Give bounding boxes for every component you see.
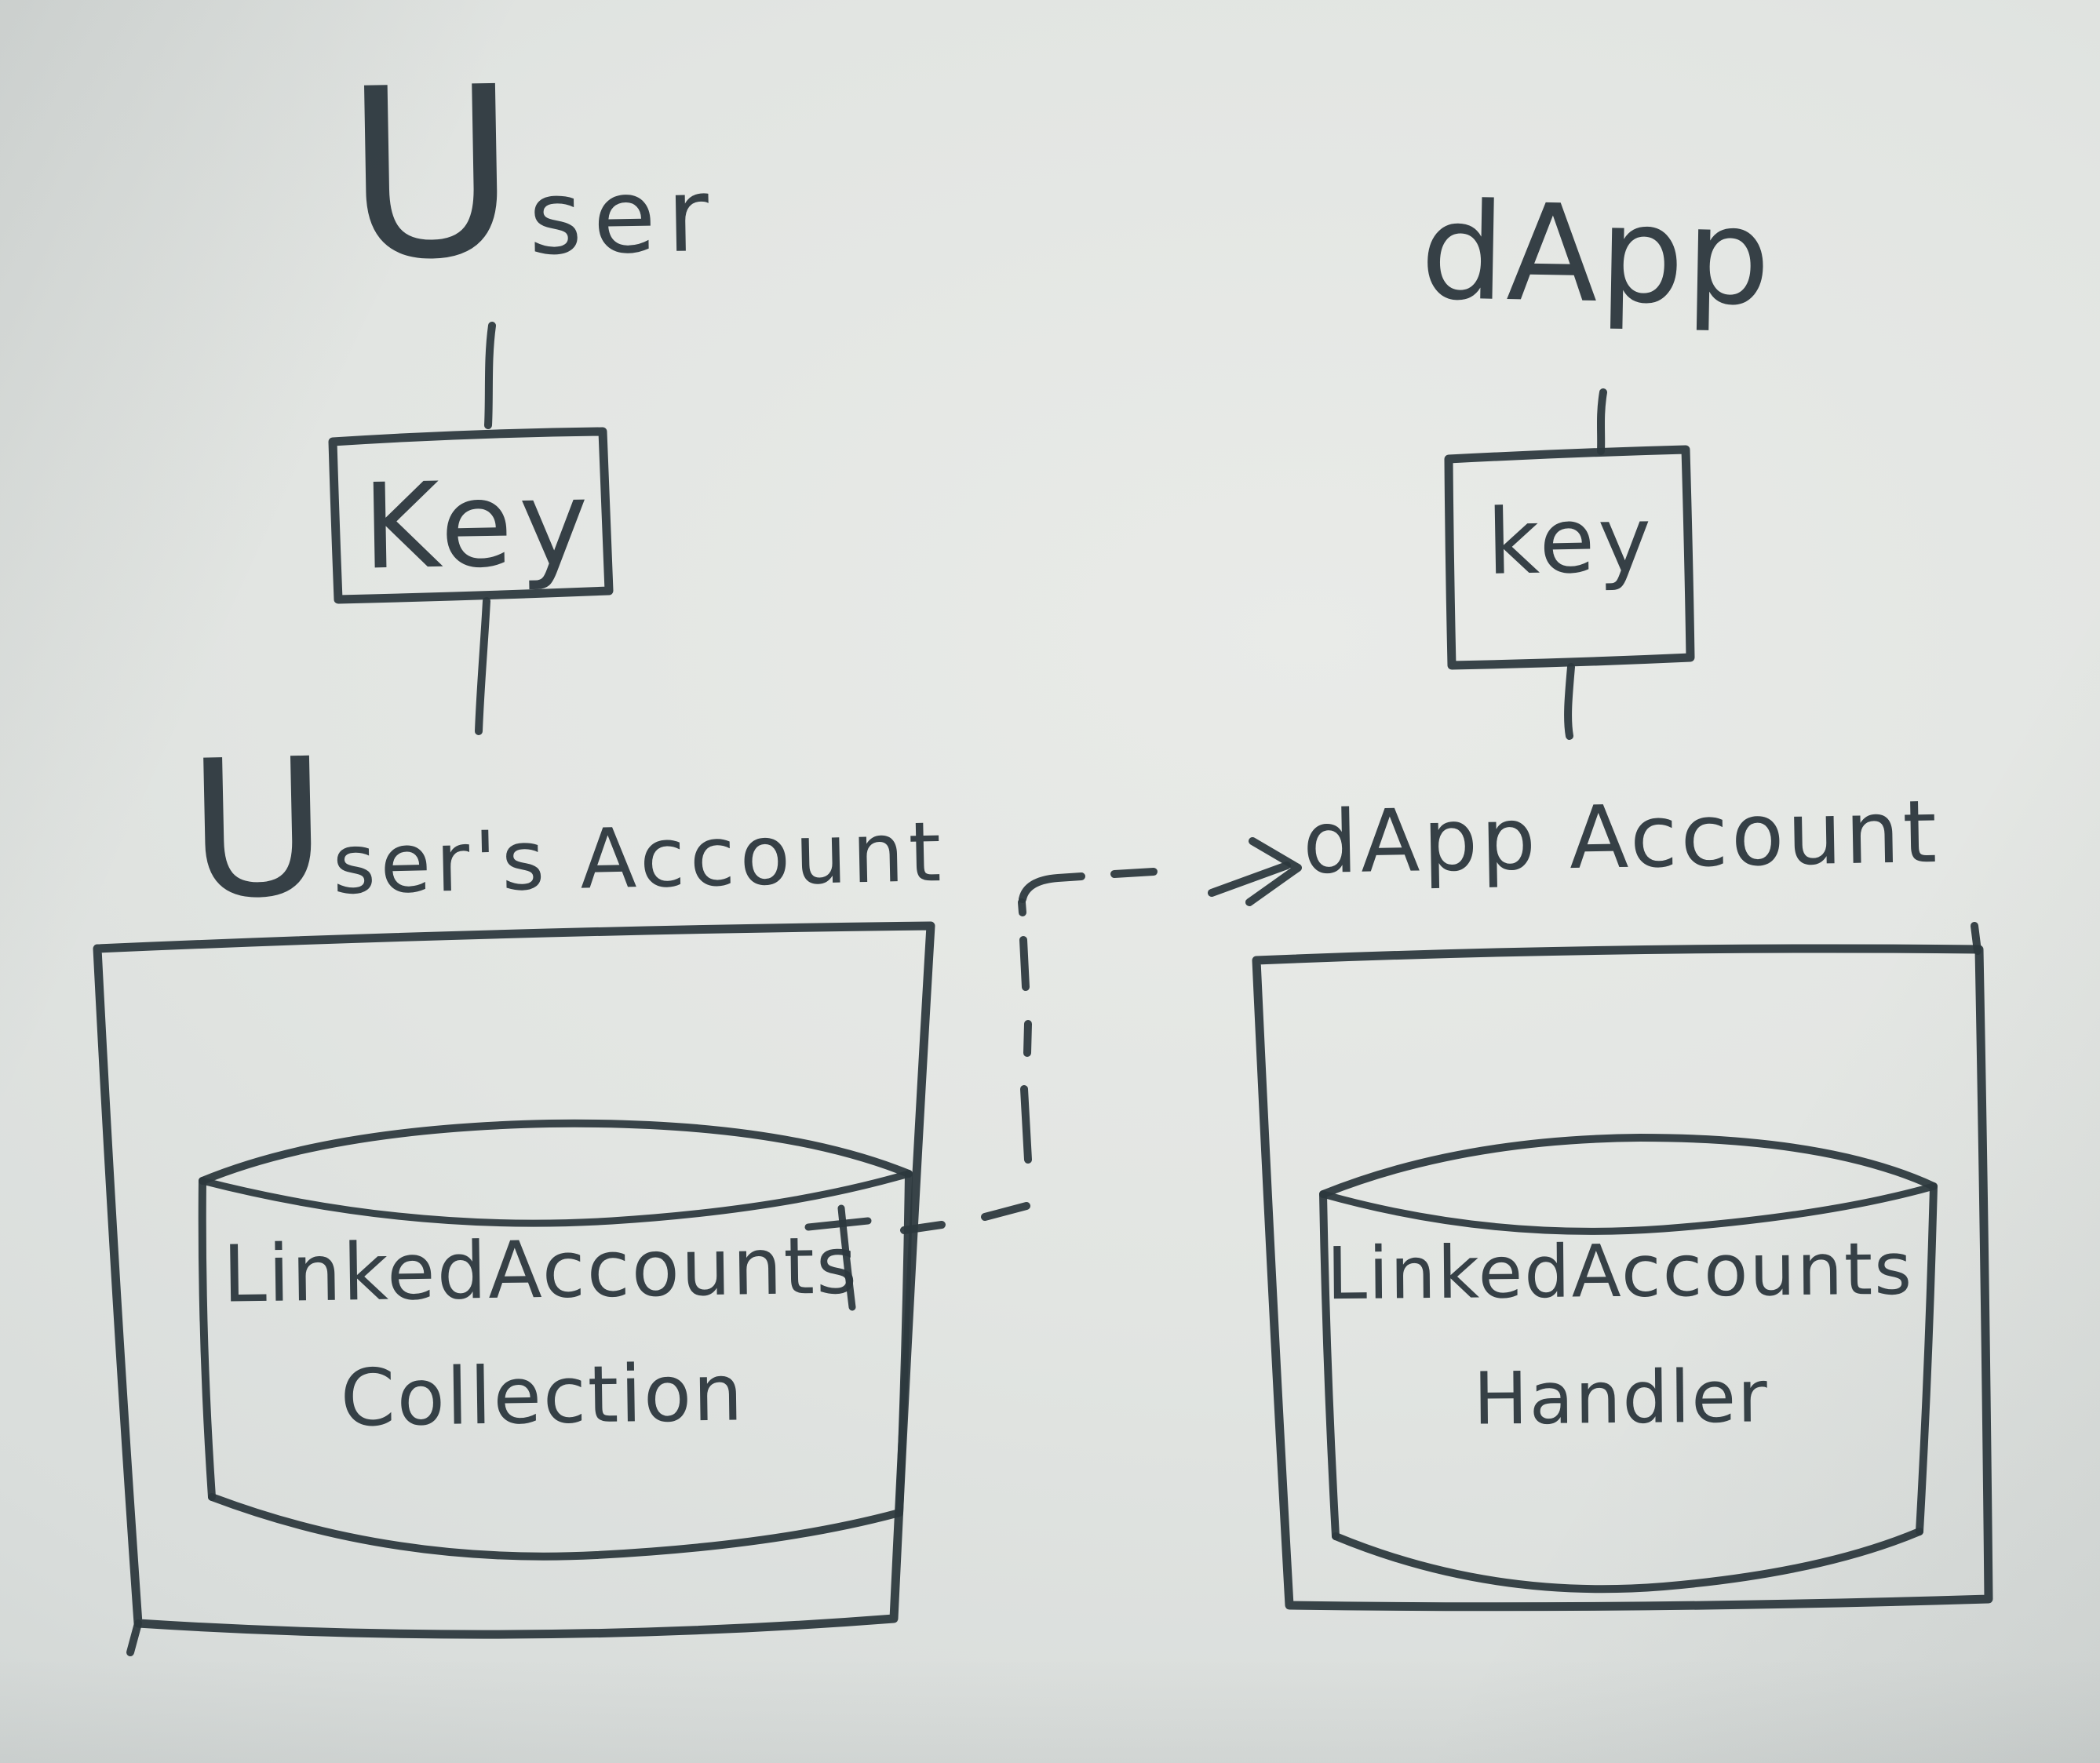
dashed-arrow-connector [900,837,1302,1234]
user-to-key-line [484,322,496,429]
dapp-handler-label-line1: LinkedAccounts [1326,1226,1914,1317]
connection-point-cross-mark [804,1204,872,1311]
user-key-label: Key [361,455,596,596]
dapp-account-box [1252,944,1993,1612]
dapp-handler-cylinder [1319,1134,1938,1594]
user-label: User [342,35,721,313]
dapp-account-label: dApp Account [1301,781,1941,894]
dapp-key-box [1444,445,1695,670]
dapp-key-label: key [1486,487,1656,596]
arrow-shaft [1208,861,1291,897]
dapp-handler-label-line2: Handler [1473,1354,1770,1441]
users-collection-label-line2: Collection [339,1346,746,1444]
dapp-to-key-line [1597,388,1607,455]
users-account-label: User's Account [186,717,947,942]
dapp-account-box-corner-tick [1971,922,1982,955]
dapp-key-lower-line [1564,663,1575,740]
users-collection-cylinder [198,1119,913,1561]
dapp-handler-label: LinkedAccounts Handler [1267,1205,1975,1464]
users-account-box [93,921,935,1639]
user-key-box [328,427,614,604]
users-account-box-corner-tick [126,1619,142,1656]
users-collection-label-line1: LinkedAccounts [222,1219,859,1320]
users-collection-label: LinkedAccounts Collection [187,1203,896,1464]
key-to-account-line [475,597,490,735]
dapp-label: dApp [1419,174,1774,336]
arrowhead-icon [1245,837,1302,906]
